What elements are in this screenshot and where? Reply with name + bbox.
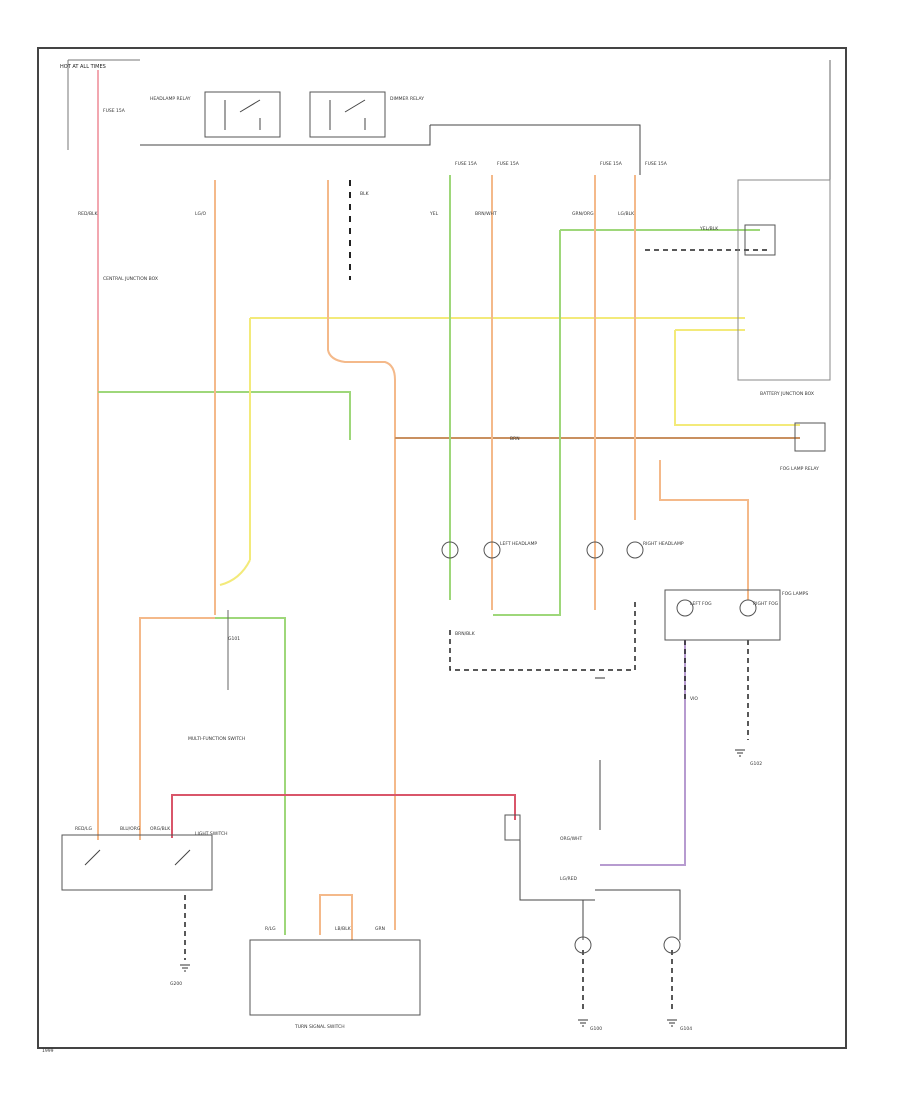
ground-fog-dash (684, 640, 749, 740)
label-right-headlamp: RIGHT HEADLAMP (643, 541, 684, 547)
light-switch-contact (84, 849, 191, 866)
wire-code: R/LG (265, 926, 276, 932)
label-fog-lamps: FOG LAMPS (782, 591, 808, 597)
label-fuse-d: FUSE 15A (645, 161, 668, 167)
black-thin3 (67, 59, 140, 150)
wire-green-hl2 (493, 230, 561, 616)
wire-code: YEL/BLK (699, 226, 719, 232)
wire-green-left (98, 391, 351, 440)
label-turn-signal-switch: TURN SIGNAL SWITCH (294, 1024, 345, 1030)
wire-code: BLU/ORG (120, 826, 141, 832)
label-right-fog: RIGHT FOG (753, 601, 779, 607)
label-multi-switch: MULTI-FUNCTION SWITCH (188, 736, 245, 742)
wire-code: BRN/WHT (475, 211, 497, 217)
wire-code: GRN/ORG (572, 211, 594, 217)
wire-orange-branch (139, 617, 215, 840)
label-left-headlamp: LEFT HEADLAMP (500, 541, 537, 547)
label-g-bottom-right: G104 (680, 1026, 692, 1032)
diagram-frame (37, 47, 847, 1049)
label-g-bottom-center: G100 (590, 1026, 602, 1032)
resistor-box (504, 814, 521, 841)
relay-top-right-box (744, 224, 776, 256)
relay-left-contact (224, 99, 261, 130)
label-central-jb: CENTRAL JUNCTION BOX (103, 276, 158, 282)
wire-violet (600, 640, 686, 866)
ground-symbols (180, 677, 745, 1027)
wire-orange-ts (319, 894, 353, 940)
wire-code: YEL (429, 211, 439, 217)
black-thin (140, 124, 681, 940)
label-hot-at-all-times: HOT AT ALL TIMES (60, 64, 106, 70)
battery-jb-box (737, 179, 831, 381)
label-fuse-a: FUSE 15A (455, 161, 478, 167)
wire-code: GRN (375, 926, 385, 932)
label-left-fog: LEFT FOG (690, 601, 712, 607)
black-thin2 (227, 60, 831, 690)
wire-code: LB/BLK (335, 926, 352, 932)
fog-relay-box (794, 422, 826, 452)
wire-orange-relay2 (327, 180, 396, 930)
headlamp-bulbs (441, 541, 757, 954)
turn-signal-switch-box (249, 939, 421, 1016)
fog-lamp-box (664, 589, 781, 641)
wire-code: RED/LG (75, 826, 92, 832)
label-light-switch: LIGHT SWITCH (195, 831, 228, 837)
wire-code: BRN/BLK (455, 631, 476, 637)
relay-right-box (309, 91, 386, 138)
wire-yellow-down (219, 318, 251, 586)
wire-red (171, 794, 516, 838)
wire-code: LG/O (195, 211, 207, 217)
label-relay-right: DIMMER RELAY (390, 96, 424, 102)
wire-code: RED/BLK (78, 211, 99, 217)
wire-code: BLK (360, 191, 370, 197)
label-corner-mark: 1999 (42, 1048, 54, 1054)
relay-right-contact (329, 99, 366, 130)
label-fuse-c: FUSE 15A (600, 161, 623, 167)
label-g-right: G102 (750, 761, 762, 767)
ground-hl-dash (449, 600, 636, 671)
wire-code: ORG/BLK (150, 826, 171, 832)
label-fog-lamp-relay: FOG LAMP RELAY (780, 466, 819, 472)
label-battery-jb: BATTERY JUNCTION BOX (760, 391, 814, 397)
wire-code: BRN (510, 436, 520, 442)
wire-green-switch (215, 617, 286, 935)
wire-yellow-right (674, 329, 800, 426)
label-fuse-tl: FUSE 15A (103, 108, 126, 114)
label-g-left: G101 (228, 636, 240, 642)
ground-bl-dash (582, 950, 673, 1010)
relay-left-box (204, 91, 281, 138)
light-switch-box (61, 834, 213, 891)
label-fuse-b: FUSE 15A (497, 161, 520, 167)
wire-code: ORG/WHT (560, 836, 583, 842)
wire-code: LG/BLK (618, 211, 635, 217)
label-relay-left: HEADLAMP RELAY (150, 96, 191, 102)
label-g-bottom-left: G200 (170, 981, 182, 987)
wire-code: LG/RED (560, 876, 577, 882)
wire-orange-fog (659, 460, 749, 600)
wire-code: VIO (690, 696, 698, 702)
